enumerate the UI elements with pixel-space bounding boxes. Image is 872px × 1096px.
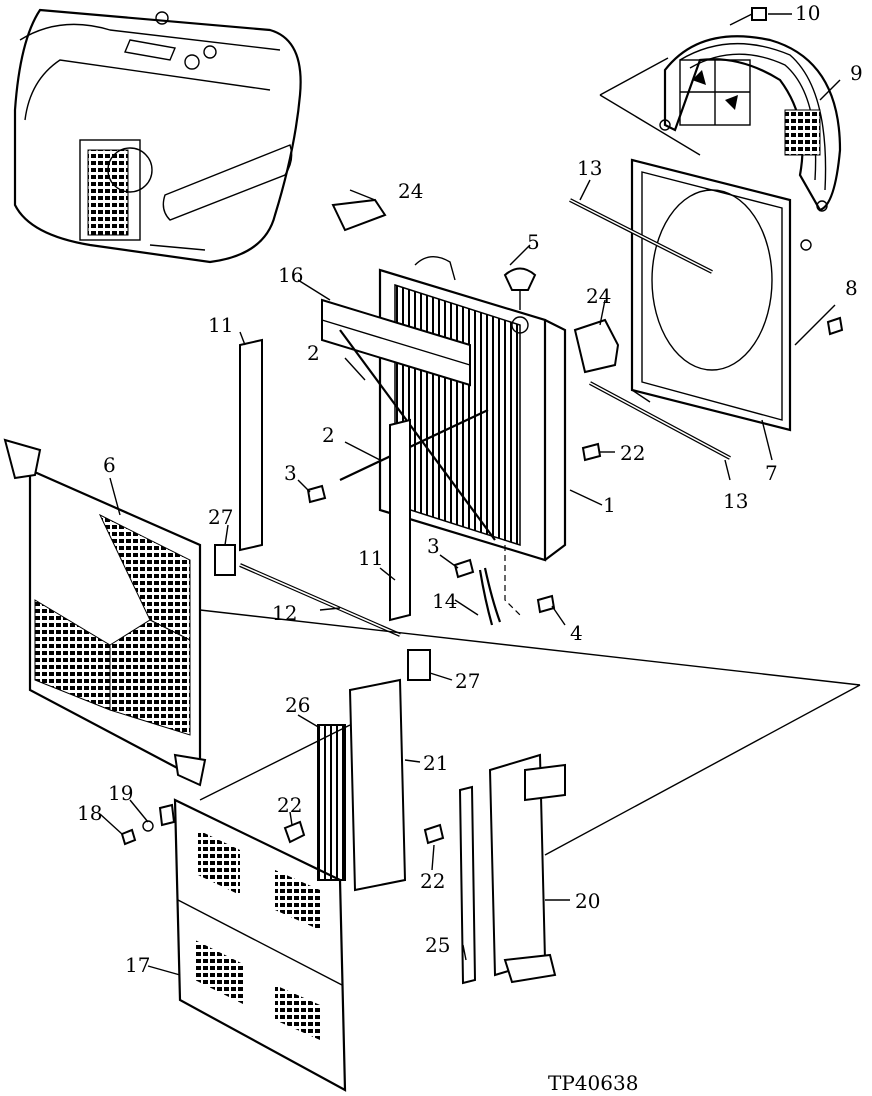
callout-9: 9 <box>850 61 863 85</box>
callout-27-left: 27 <box>208 505 233 529</box>
callout-2-lower: 2 <box>322 423 335 447</box>
seal-strip-upper <box>569 198 713 274</box>
callout-13-upper: 13 <box>577 156 602 180</box>
callout-5: 5 <box>527 230 540 254</box>
oil-cooler-screen <box>3 438 207 787</box>
callout-6: 6 <box>103 453 116 477</box>
spacer-block-left <box>214 544 236 576</box>
callout-19: 19 <box>108 781 133 805</box>
callout-11-right: 11 <box>358 546 383 570</box>
callout-21: 21 <box>423 751 448 775</box>
callout-labels: 10 9 13 24 5 16 24 8 11 2 2 22 7 3 6 13 … <box>77 1 863 1095</box>
fan-guard <box>659 35 842 212</box>
callout-24-upper: 24 <box>398 179 423 203</box>
callout-7: 7 <box>765 461 778 485</box>
machine-hood <box>13 8 302 264</box>
callout-22-left: 22 <box>277 793 302 817</box>
callout-12: 12 <box>272 601 297 625</box>
side-plate <box>348 678 407 892</box>
callout-3-lower: 3 <box>427 534 440 558</box>
callout-22-right: 22 <box>620 441 645 465</box>
callout-11-left: 11 <box>208 313 233 337</box>
callout-13-lower: 13 <box>723 489 748 513</box>
callout-20: 20 <box>575 889 600 913</box>
callout-4: 4 <box>570 621 583 645</box>
front-grille-cover <box>173 798 347 1092</box>
fan-shroud <box>630 158 812 432</box>
figure-id: TP40638 <box>548 1071 638 1095</box>
seal-strip-lower <box>589 381 731 460</box>
drain-hose <box>478 569 494 626</box>
callout-8: 8 <box>845 276 858 300</box>
support-strip <box>458 785 477 985</box>
callout-10: 10 <box>795 1 820 25</box>
rubber-block-right <box>573 318 620 374</box>
leader-lines <box>99 13 841 976</box>
callout-2-upper: 2 <box>307 341 320 365</box>
radiator-cap <box>503 267 537 291</box>
bottom-seal-strip <box>239 563 401 637</box>
spacer-block-right <box>407 649 431 681</box>
callout-14: 14 <box>432 589 457 613</box>
callout-17: 17 <box>125 953 150 977</box>
callout-16: 16 <box>278 263 303 287</box>
seal-strip-left <box>239 338 263 552</box>
callout-1: 1 <box>603 493 616 517</box>
callout-26: 26 <box>285 693 310 717</box>
callout-18: 18 <box>77 801 102 825</box>
callout-25: 25 <box>425 933 450 957</box>
seal-strip-right <box>389 418 411 622</box>
callout-24-lower: 24 <box>586 284 611 308</box>
callout-3-left: 3 <box>284 461 297 485</box>
callout-22-lower: 22 <box>420 869 445 893</box>
callout-27-right: 27 <box>455 669 480 693</box>
rubber-block-top <box>331 198 387 232</box>
